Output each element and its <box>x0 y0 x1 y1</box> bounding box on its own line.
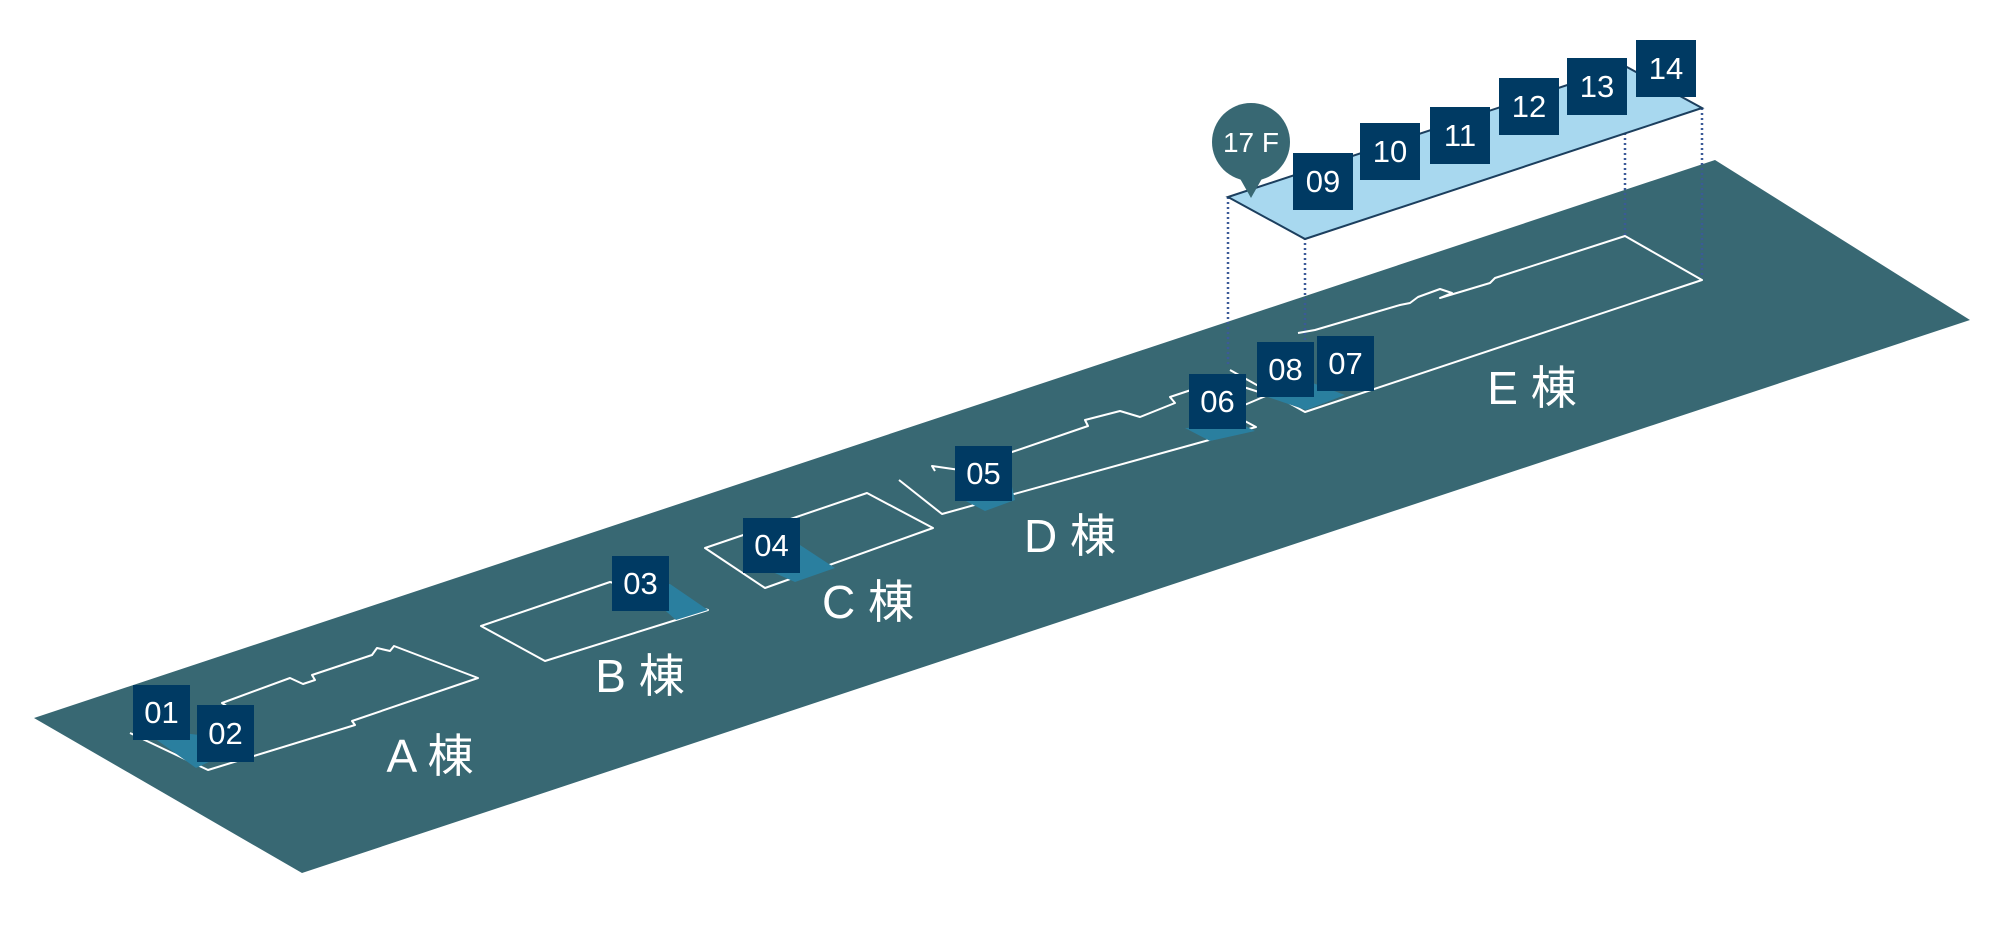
marker-12[interactable]: 12 <box>1499 78 1559 135</box>
marker-03[interactable]: 03 <box>612 556 669 611</box>
svg-text:09: 09 <box>1306 164 1340 199</box>
floor-pin-tail <box>1238 175 1264 198</box>
marker-07[interactable]: 07 <box>1317 336 1374 391</box>
svg-text:03: 03 <box>623 566 657 601</box>
svg-text:07: 07 <box>1328 346 1362 381</box>
svg-text:12: 12 <box>1512 89 1546 124</box>
marker-05[interactable]: 05 <box>955 446 1012 501</box>
marker-shadow <box>1185 426 1255 441</box>
marker-04[interactable]: 04 <box>743 518 800 573</box>
marker-09[interactable]: 09 <box>1293 153 1353 210</box>
marker-08[interactable]: 08 <box>1257 342 1314 397</box>
building-label-a: A 棟 <box>387 730 474 782</box>
floor-pin[interactable]: 17 F <box>1212 103 1290 198</box>
svg-text:02: 02 <box>208 716 242 751</box>
building-c-outline <box>704 492 934 589</box>
building-label-e: E 棟 <box>1487 362 1576 414</box>
marker-02[interactable]: 02 <box>197 705 254 762</box>
site-ground <box>34 160 1970 873</box>
svg-text:14: 14 <box>1649 51 1683 86</box>
marker-10[interactable]: 10 <box>1360 123 1420 180</box>
marker-14[interactable]: 14 <box>1636 40 1696 97</box>
marker-13[interactable]: 13 <box>1567 58 1627 115</box>
svg-text:08: 08 <box>1268 352 1302 387</box>
svg-text:06: 06 <box>1200 384 1234 419</box>
building-label-b: B 棟 <box>595 650 684 702</box>
marker-01[interactable]: 01 <box>133 685 190 740</box>
marker-11[interactable]: 11 <box>1430 107 1490 164</box>
floor-pin-head <box>1212 103 1290 181</box>
svg-text:04: 04 <box>754 528 788 563</box>
svg-text:13: 13 <box>1580 69 1614 104</box>
marker-06[interactable]: 06 <box>1189 374 1246 429</box>
svg-text:11: 11 <box>1444 118 1476 153</box>
building-e-outline <box>1229 235 1703 413</box>
building-a-outline <box>129 645 479 771</box>
floor-pin-label: 17 F <box>1223 127 1279 158</box>
svg-text:10: 10 <box>1373 134 1407 169</box>
building-label-d: D 棟 <box>1024 510 1116 562</box>
svg-text:01: 01 <box>144 695 178 730</box>
building-label-c: C 棟 <box>822 576 914 628</box>
svg-text:05: 05 <box>966 456 1000 491</box>
